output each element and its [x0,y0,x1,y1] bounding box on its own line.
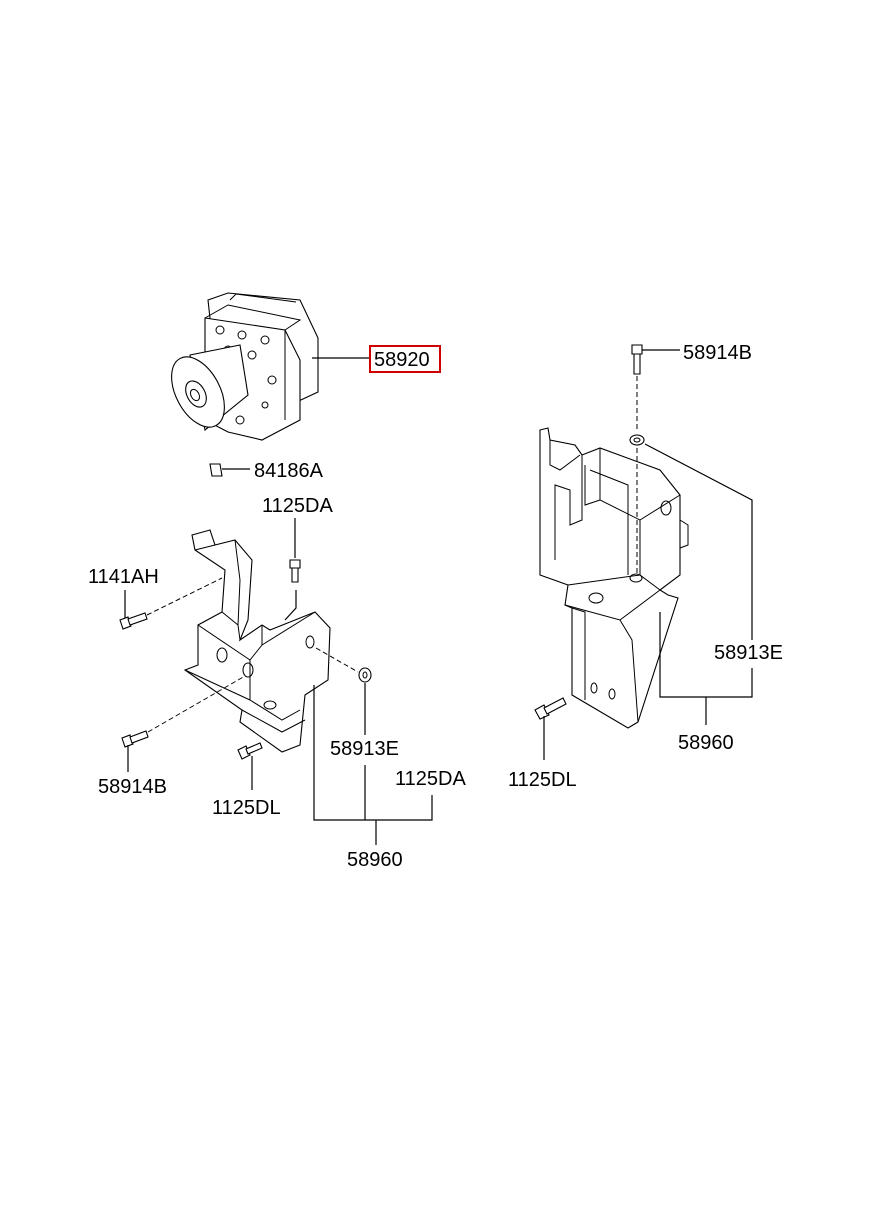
label-bolt-bottom-left[interactable]: 58914B [98,776,167,798]
label-bracket-right[interactable]: 58960 [678,732,734,754]
right-bracket[interactable] [539,427,689,729]
label-bolt-bottom-right[interactable]: 1125DL [508,769,577,791]
connector-clip[interactable] [209,463,223,477]
hecu-unit[interactable] [161,292,319,441]
bolt-1125dl-right[interactable] [534,697,567,720]
label-bolt-top-left[interactable]: 1125DA [262,495,333,517]
label-bolt-bottom-mid[interactable]: 1125DL [212,797,281,819]
washer-58913e-right[interactable] [629,434,645,446]
label-bolt-right-left[interactable]: 1125DA [395,768,466,790]
label-washer-left[interactable]: 58913E [330,738,399,760]
washer-58913e-left[interactable] [358,667,372,683]
label-bolt-left[interactable]: 1141AH [88,566,159,588]
label-washer-right[interactable]: 58913E [714,642,783,664]
bolt-58914b-left[interactable] [121,730,149,748]
bolt-58914b-right[interactable] [631,344,643,375]
bolt-1141ah[interactable] [119,612,148,630]
label-bracket-left[interactable]: 58960 [347,849,403,871]
left-bracket[interactable] [183,529,331,753]
label-hecu[interactable]: 58920 [374,349,430,371]
bolt-1125dl-left[interactable] [237,742,263,760]
label-connector[interactable]: 84186A [254,460,324,482]
bolt-1125da-top[interactable] [289,559,301,583]
highlight-box [369,345,441,373]
label-bolt-top-right[interactable]: 58914B [683,342,752,364]
